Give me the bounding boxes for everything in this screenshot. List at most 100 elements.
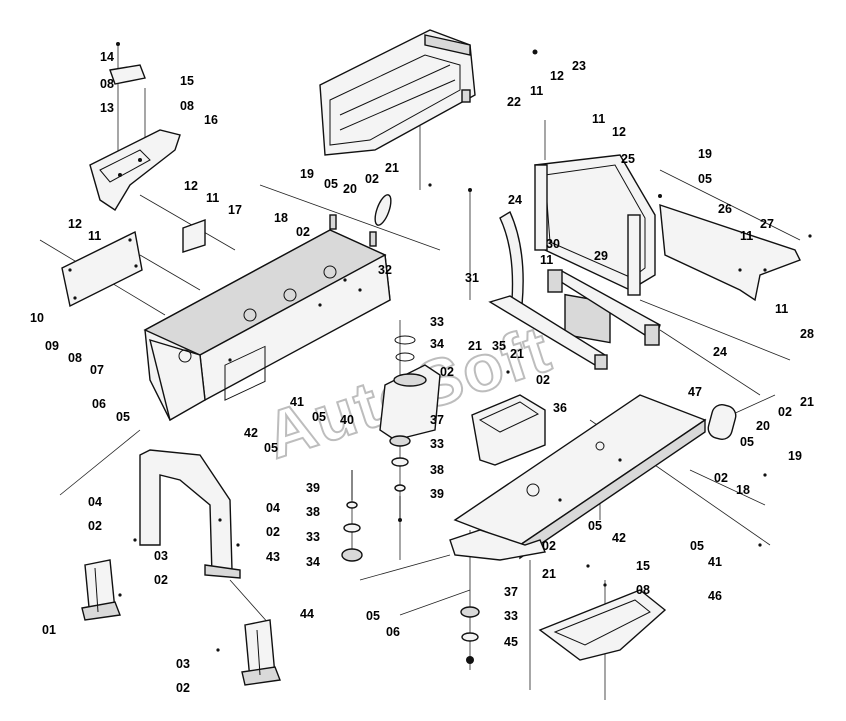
callout-10: 10 — [30, 311, 44, 325]
callout-02: 02 — [154, 573, 168, 587]
callout-33: 33 — [430, 437, 444, 451]
callout-19: 19 — [698, 147, 712, 161]
right-fender-part-26 — [659, 203, 801, 302]
callout-25: 25 — [621, 152, 635, 166]
callout-01: 01 — [42, 623, 56, 637]
callout-20: 20 — [343, 182, 357, 196]
callout-05: 05 — [740, 435, 754, 449]
callout-04: 04 — [88, 495, 102, 509]
callout-17: 17 — [228, 203, 242, 217]
callout-20: 20 — [756, 419, 770, 433]
mount-stack-center — [389, 435, 411, 522]
callout-19: 19 — [300, 167, 314, 181]
callout-30: 30 — [546, 237, 560, 251]
callout-18: 18 — [274, 211, 288, 225]
callout-18: 18 — [736, 483, 750, 497]
callout-07: 07 — [90, 363, 104, 377]
callout-04: 04 — [266, 501, 280, 515]
callout-40: 40 — [340, 413, 354, 427]
callout-21: 21 — [542, 567, 556, 581]
callout-05: 05 — [324, 177, 338, 191]
tie-bar-part-35 — [488, 295, 608, 370]
callout-46: 46 — [708, 589, 722, 603]
callout-14: 14 — [100, 50, 114, 64]
callout-09: 09 — [45, 339, 59, 353]
callout-08: 08 — [68, 351, 82, 365]
mount-stack-left — [341, 470, 363, 562]
callout-05: 05 — [588, 519, 602, 533]
callout-11: 11 — [775, 302, 788, 316]
callout-02: 02 — [778, 405, 792, 419]
callout-11: 11 — [740, 229, 753, 243]
callout-21: 21 — [468, 339, 482, 353]
main-chassis-beam-part-32 — [143, 214, 391, 422]
pedestal-mount-part-40 — [379, 335, 441, 441]
callout-41: 41 — [290, 395, 304, 409]
callout-16: 16 — [204, 113, 218, 127]
callout-34: 34 — [430, 337, 444, 351]
callout-38: 38 — [306, 505, 320, 519]
callout-27: 27 — [760, 217, 774, 231]
callout-05: 05 — [366, 609, 380, 623]
callout-45: 45 — [504, 635, 518, 649]
callout-19: 19 — [788, 449, 802, 463]
callout-02: 02 — [440, 365, 454, 379]
rear-frame-part-25 — [534, 154, 656, 344]
callout-11: 11 — [88, 229, 101, 243]
bracket-part-36 — [471, 394, 546, 466]
callout-44: 44 — [300, 607, 314, 621]
callout-37: 37 — [504, 585, 518, 599]
callout-02: 02 — [296, 225, 310, 239]
callout-05: 05 — [116, 410, 130, 424]
callout-15: 15 — [180, 74, 194, 88]
link-part-20-lower — [707, 404, 737, 440]
rear-upper-frame-part-22 — [319, 29, 476, 156]
callout-11: 11 — [540, 253, 553, 267]
callout-13: 13 — [100, 101, 114, 115]
callout-42: 42 — [612, 531, 626, 545]
top-left-bracket-part-16 — [89, 64, 181, 211]
callout-47: 47 — [688, 385, 702, 399]
callout-34: 34 — [306, 555, 320, 569]
callout-21: 21 — [385, 161, 399, 175]
callout-05: 05 — [264, 441, 278, 455]
callout-08: 08 — [636, 583, 650, 597]
callout-21: 21 — [510, 347, 524, 361]
callout-41: 41 — [708, 555, 722, 569]
callout-26: 26 — [718, 202, 732, 216]
callout-02: 02 — [176, 681, 190, 695]
callout-22: 22 — [507, 95, 521, 109]
cross-member-part-29 — [547, 269, 661, 346]
callout-24: 24 — [713, 345, 727, 359]
callout-12: 12 — [550, 69, 564, 83]
callout-03: 03 — [176, 657, 190, 671]
support-leg-part-44 — [241, 619, 281, 686]
callout-37: 37 — [430, 413, 444, 427]
plate-part-17 — [182, 219, 206, 253]
link-part-20-top — [374, 194, 392, 226]
callout-05: 05 — [698, 172, 712, 186]
leader-lines — [39, 42, 801, 700]
callout-02: 02 — [714, 471, 728, 485]
callout-06: 06 — [92, 397, 106, 411]
support-leg-part-01 — [81, 559, 121, 621]
callout-05: 05 — [312, 410, 326, 424]
callout-05: 05 — [690, 539, 704, 553]
callout-38: 38 — [430, 463, 444, 477]
callout-42: 42 — [244, 426, 258, 440]
callout-02: 02 — [365, 172, 379, 186]
callout-08: 08 — [180, 99, 194, 113]
callout-02: 02 — [536, 373, 550, 387]
lower-frame-part-47 — [453, 394, 707, 560]
callout-06: 06 — [386, 625, 400, 639]
step-plate-part-46 — [538, 589, 667, 661]
callout-12: 12 — [612, 125, 626, 139]
callout-02: 02 — [88, 519, 102, 533]
callout-39: 39 — [430, 487, 444, 501]
curved-strut-part-31 — [499, 210, 524, 307]
callout-21: 21 — [800, 395, 814, 409]
callout-11: 11 — [592, 112, 605, 126]
callout-08: 08 — [100, 77, 114, 91]
